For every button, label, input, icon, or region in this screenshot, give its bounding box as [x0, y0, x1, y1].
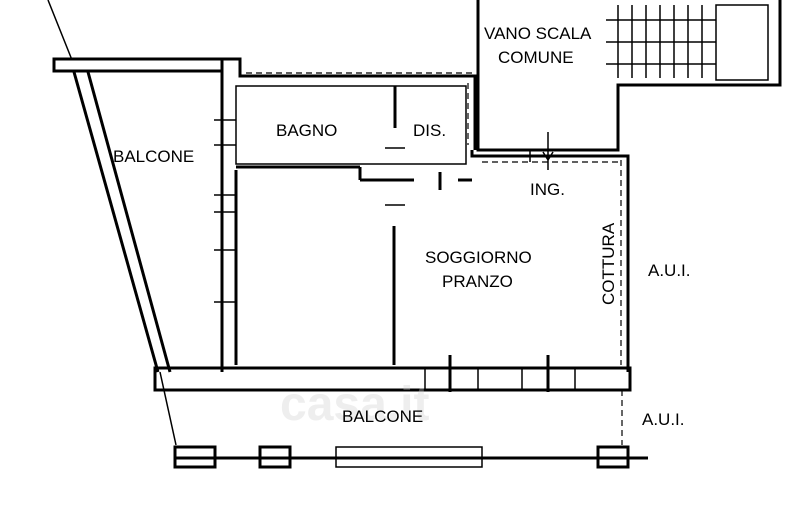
diagonal-line-top: [47, 0, 73, 61]
top-wall: [222, 57, 477, 150]
label-pranzo: PRANZO: [442, 272, 513, 291]
balcony-bottom-railing: [173, 445, 648, 469]
label-balcone-bottom: BALCONE: [342, 407, 423, 426]
label-cottura: COTTURA: [599, 222, 618, 305]
bathroom-walls: [235, 85, 472, 206]
label-soggiorno: SOGGIORNO: [425, 248, 532, 267]
label-dis: DIS.: [413, 121, 446, 140]
label-aui-right: A.U.I.: [648, 261, 691, 280]
stairwell-shape: [476, 0, 782, 152]
label-ing: ING.: [530, 180, 565, 199]
label-vano-scala: VANO SCALA: [484, 24, 592, 43]
balcony-left-shape: [52, 57, 224, 446]
label-aui-bottom: A.U.I.: [642, 410, 685, 429]
label-comune: COMUNE: [498, 48, 574, 67]
living-walls: [234, 132, 630, 372]
left-wall-ticks: [214, 119, 236, 303]
bottom-wall: [153, 355, 632, 392]
label-balcone-left: BALCONE: [113, 147, 194, 166]
label-bagno: BAGNO: [276, 121, 337, 140]
watermark: casa.it: [280, 378, 429, 431]
